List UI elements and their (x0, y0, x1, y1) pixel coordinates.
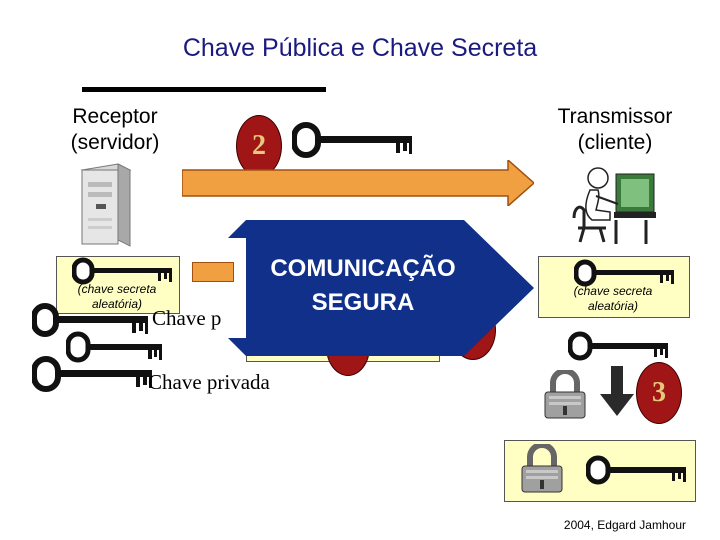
key-icon (72, 257, 172, 285)
transmitter-secret-key-note-line1: (chave secreta (573, 284, 653, 298)
title-underline (82, 87, 326, 92)
secure-communication-line2: SEGURA (311, 289, 415, 316)
secure-communication-arrow (228, 220, 534, 356)
public-key-label: Chave p (152, 306, 222, 330)
transmitter-line1: Transmissor (557, 105, 673, 128)
step-2-badge: 2 (236, 115, 282, 177)
key-icon (32, 303, 148, 337)
key-icon (574, 259, 674, 287)
transmit-arrow (182, 160, 534, 206)
secure-communication-line1: COMUNICAÇÃO (270, 255, 456, 282)
key-icon (586, 455, 686, 485)
receiver-secret-key-note-line1: (chave secreta (77, 282, 157, 296)
secure-communication-text: COMUNICAÇÃO SEGURA (238, 252, 488, 320)
page-title: Chave Pública e Chave Secreta (182, 34, 538, 62)
transmitter-secret-key-note-line2: aleatória) (587, 299, 639, 313)
padlock-icon (521, 444, 563, 493)
transmitter-label: Transmissor (cliente) (530, 104, 700, 156)
receiver-line2: (servidor) (70, 131, 160, 154)
server-icon (80, 163, 132, 247)
padlock-icon (544, 370, 586, 419)
private-key-label: Chave privada (148, 370, 270, 394)
orange-fragment (192, 262, 234, 282)
step-3-badge: 3 (636, 362, 682, 424)
arrow-down-icon (600, 366, 634, 416)
transmitter-secret-key-note: (chave secreta aleatória) (548, 284, 678, 314)
transmitter-secret-key-box (538, 256, 690, 318)
receiver-line1: Receptor (72, 105, 158, 128)
computer-user-icon (572, 167, 656, 244)
key-icon (568, 331, 668, 361)
key-icon (292, 122, 412, 158)
key-icon (32, 356, 152, 392)
transmitter-line2: (cliente) (577, 131, 653, 154)
receiver-secret-key-note-line2: aleatória) (91, 297, 143, 311)
receiver-label: Receptor (servidor) (40, 104, 190, 156)
footer-credit: 2004, Edgard Jamhour (563, 518, 686, 532)
receiver-secret-key-note: (chave secreta aleatória) (56, 282, 178, 312)
key-icon (66, 331, 162, 363)
